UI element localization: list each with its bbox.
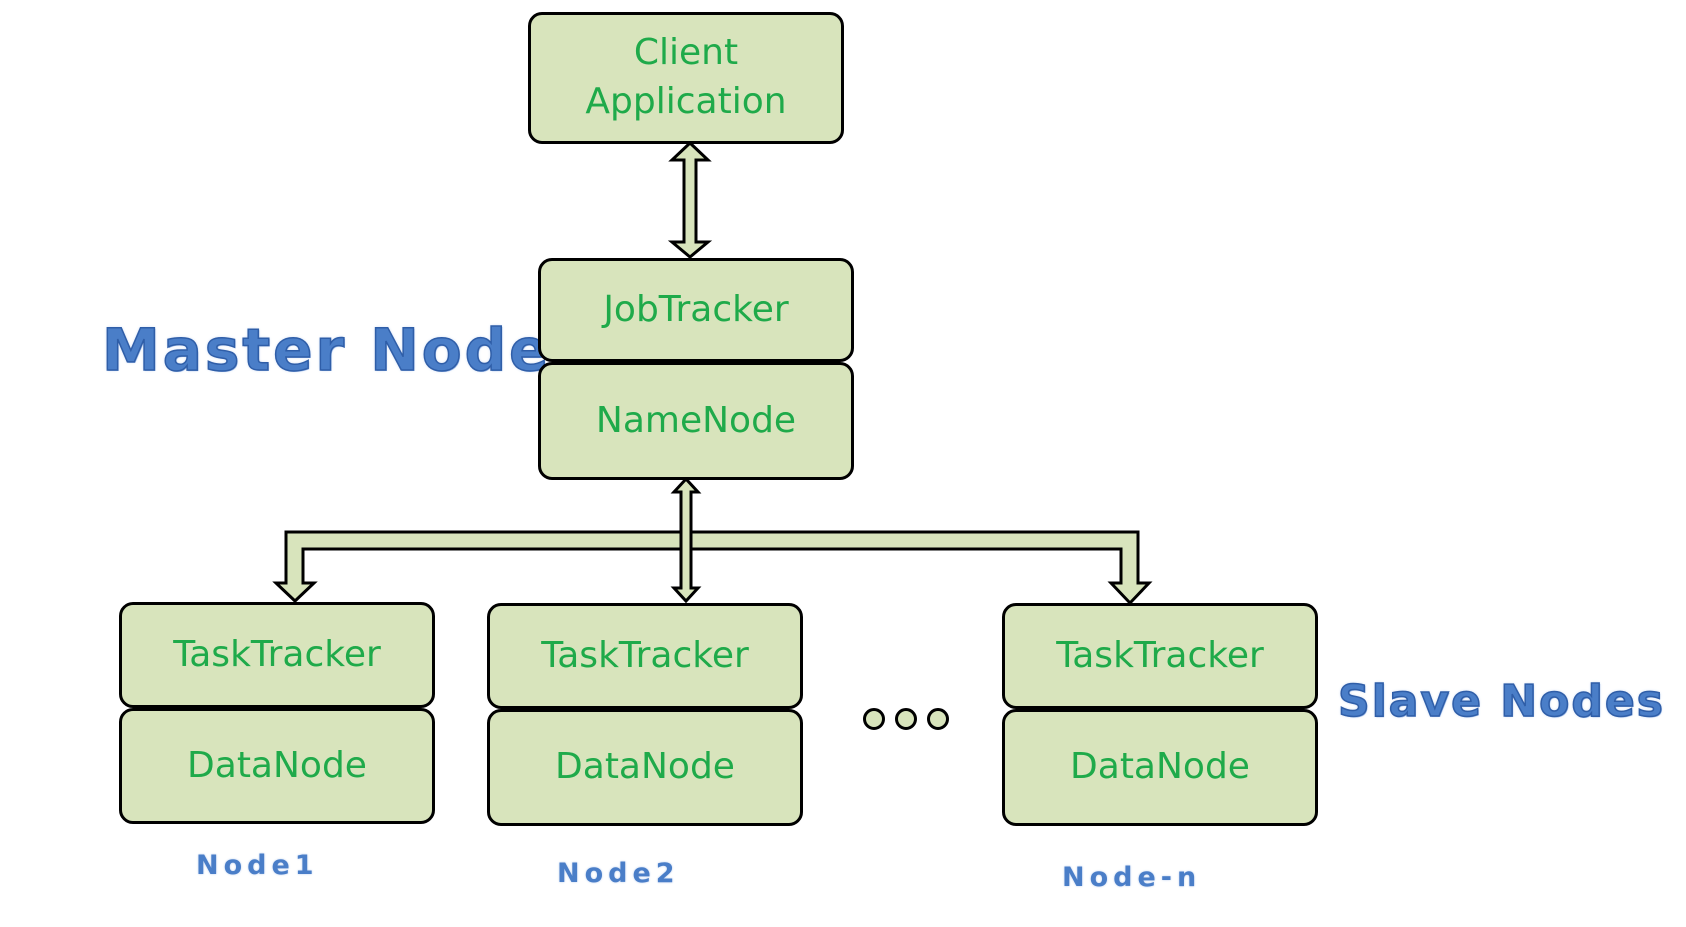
client-application-text: Client Application: [585, 29, 786, 126]
client-application-box: Client Application: [528, 12, 844, 144]
ellipsis-dot-1: [863, 708, 885, 730]
jobtracker-box: JobTracker: [538, 258, 854, 362]
branch-arrow-node1: [272, 530, 688, 604]
namenode-box: NameNode: [538, 362, 854, 480]
node2-tasktracker-box: TaskTracker: [487, 603, 803, 709]
node2-label: Node2: [557, 858, 680, 889]
node1-label: Node1: [196, 850, 319, 881]
node1-datanode-box: DataNode: [119, 708, 435, 824]
ellipsis-dot-3: [927, 708, 949, 730]
slave-nodes-label: Slave Nodes: [1337, 675, 1665, 728]
branch-arrow-node-n: [684, 530, 1153, 606]
ellipsis-dot-2: [895, 708, 917, 730]
node-n-tasktracker-box: TaskTracker: [1002, 603, 1318, 709]
client-jobtracker-arrow: [667, 140, 713, 259]
trunk-arrow-node2: [670, 476, 702, 604]
node-n-label: Node-n: [1062, 862, 1202, 893]
client-line-1: Client: [633, 32, 739, 74]
node2-datanode-box: DataNode: [487, 709, 803, 826]
node-n-datanode-box: DataNode: [1002, 709, 1318, 826]
node1-tasktracker-box: TaskTracker: [119, 602, 435, 708]
client-line-2: Application: [585, 81, 787, 122]
master-node-label: Master Node: [101, 315, 552, 385]
